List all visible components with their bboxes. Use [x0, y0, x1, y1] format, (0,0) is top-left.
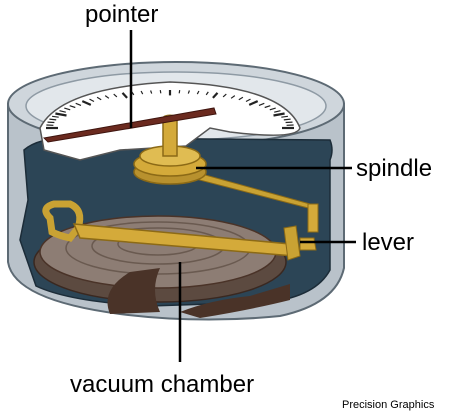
dial-tick	[178, 90, 181, 94]
dial-tick	[69, 105, 76, 109]
dial-tick	[150, 90, 153, 94]
dial-tick	[75, 102, 82, 106]
dial-tick	[104, 95, 110, 99]
dial-tick	[187, 90, 190, 94]
dial-scale-ticks	[46, 90, 294, 130]
spindle-assembly	[133, 114, 319, 233]
dial-tick	[96, 96, 102, 101]
dial-tick	[269, 107, 276, 111]
label-lever: lever	[362, 229, 414, 256]
dial-tick	[230, 95, 236, 99]
label-vacuum-chamber: vacuum chamber	[70, 371, 254, 398]
dial-tick	[52, 115, 59, 118]
dial-tick	[274, 110, 281, 113]
dial-tick	[113, 93, 118, 98]
dial-tick	[121, 92, 128, 99]
leader-lines	[129, 30, 356, 362]
dial-tick	[49, 118, 57, 121]
dial-tick	[81, 100, 92, 106]
dial-tick	[245, 98, 251, 103]
dial-tick	[140, 90, 144, 95]
dial-tick	[212, 92, 219, 99]
dial-tick	[222, 93, 227, 98]
dial-tick	[238, 96, 244, 101]
dial-tick	[196, 90, 200, 95]
dial-tick	[89, 98, 95, 103]
dial-tick	[281, 115, 288, 118]
dial-tick	[59, 110, 66, 113]
dial-tick	[55, 112, 67, 117]
dial-tick	[273, 112, 285, 117]
label-pointer: pointer	[85, 1, 158, 28]
dial-tick	[205, 91, 209, 96]
label-spindle: spindle	[356, 155, 432, 182]
dial-tick	[159, 90, 162, 94]
lever-assembly	[42, 200, 317, 261]
dial-tick	[283, 118, 291, 121]
dial-tick	[264, 105, 271, 109]
credit-text: Precision Graphics	[342, 399, 435, 411]
dial-tick	[258, 102, 265, 106]
dial-tick	[248, 100, 259, 106]
dial-tick	[64, 107, 71, 111]
